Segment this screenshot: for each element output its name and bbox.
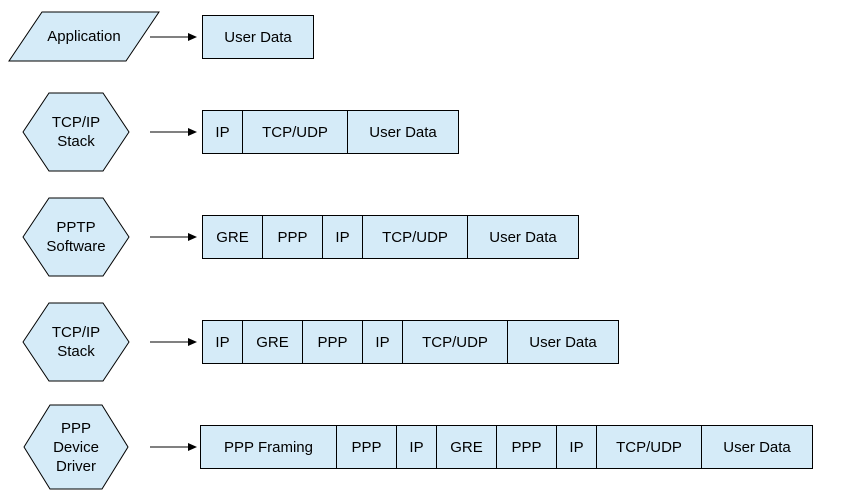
packet-row: User Data xyxy=(202,15,314,59)
packet-cell-ip: IP xyxy=(363,321,403,363)
shape-application: Application xyxy=(8,11,160,62)
packet-cell-tcp-udp: TCP/UDP xyxy=(403,321,508,363)
packet-cell-ip: IP xyxy=(203,111,243,153)
packet-cell-tcp-udp: TCP/UDP xyxy=(243,111,348,153)
hexagon-shape xyxy=(23,404,129,490)
hexagon-shape xyxy=(22,302,130,382)
packet-cell-ip: IP xyxy=(397,426,437,468)
packet-cell-tcp-udp: TCP/UDP xyxy=(597,426,702,468)
packet-cell-user-data: User Data xyxy=(369,123,437,141)
packet-cell-gre: GRE xyxy=(203,216,263,258)
flow-arrow-icon xyxy=(150,233,197,241)
packet-cell-gre: GRE xyxy=(437,426,497,468)
parallelogram-shape xyxy=(8,11,160,62)
flow-arrow-icon xyxy=(150,338,197,346)
packet-cell-user-data: User Data xyxy=(489,228,557,246)
packet-cell-user-data: User Data xyxy=(529,333,597,351)
packet-cell-gre: GRE xyxy=(243,321,303,363)
packet-cell-ppp: PPP xyxy=(303,321,363,363)
packet-cell-ppp: PPP xyxy=(497,426,557,468)
packet-cell-user-data: User Data xyxy=(224,28,292,46)
packet-cell-tcp-udp: TCP/UDP xyxy=(363,216,468,258)
packet-cell-ip: IP xyxy=(557,426,597,468)
packet-cell-user-data: User Data xyxy=(723,438,791,456)
packet-cell-ppp-framing: PPP Framing xyxy=(201,426,337,468)
hexagon-shape xyxy=(22,92,130,172)
flow-arrow-icon xyxy=(150,33,197,41)
flow-arrow-icon xyxy=(150,443,197,451)
packet-cell-ip: IP xyxy=(323,216,363,258)
hexagon-shape xyxy=(22,197,130,277)
packet-cell-ppp: PPP xyxy=(337,426,397,468)
packet-cell-ppp: PPP xyxy=(263,216,323,258)
packet-cell-ip: IP xyxy=(203,321,243,363)
flow-arrow-icon xyxy=(150,128,197,136)
